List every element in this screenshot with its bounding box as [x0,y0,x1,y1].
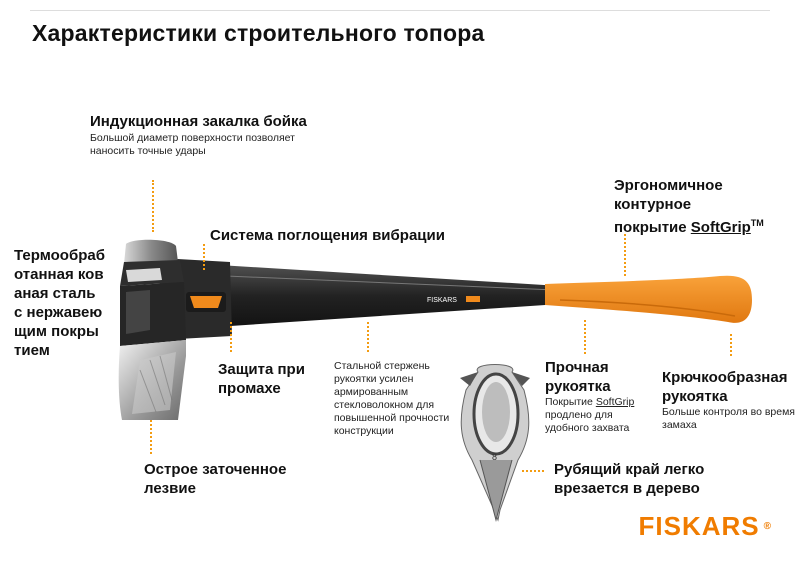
hook-label: Крючкообразная рукоятка Больше контроля … [662,368,798,432]
leader-steel-core [367,322,369,352]
hook-title: Крючкообразная рукоятка [662,369,788,405]
leader-hook [730,334,732,356]
leader-blade [150,420,152,454]
sharp-blade-label: Острое заточенное лезвие [144,461,287,497]
durable-desc-softgrip: SoftGrip [595,396,635,408]
durable-title: Прочная рукоятка [545,359,611,395]
leader-ergonomic [624,234,626,276]
durable-desc-1: Покрытие [545,396,596,408]
page-title: Характеристики строительного топора [32,20,485,46]
fiskars-logo: FISKARS ® [639,511,773,542]
ergonomic-line-2: контурное [614,196,692,213]
logo-text: FISKARS [638,511,760,541]
overstrike-label: Защита при промахе [218,361,305,397]
leader-induction [152,180,154,232]
overstrike-guard [190,296,222,308]
hammer-poll [124,239,178,264]
steel-core-label: Стальной стержень рукоятки усилен армиро… [334,360,450,437]
induction-title: Индукционная закалка бойка [90,113,307,130]
ergonomic-softgrip: SoftGrip [690,219,751,236]
hook-desc: Больше контроля во время замаха [662,406,795,431]
logo-registered: ® [763,521,772,532]
leader-durable [584,320,586,354]
induction-label: Индукционная закалка бойка Большой диаме… [90,112,320,158]
handle-grip [545,275,752,323]
heat-treated-label: Термообработанная кованая сталь с нержав… [14,247,105,359]
head-number: 8 [492,452,497,462]
leader-overstrike [230,322,232,352]
cutting-edge-label: Рубящий край легко врезается в дерево [554,461,705,497]
induction-desc: Большой диаметр поверхности позволяет на… [90,132,295,157]
vibration-label: Система поглощения вибрации [210,227,445,244]
ergonomic-line-1: Эргономичное [614,177,723,194]
leader-vibration [203,244,205,270]
ergonomic-tm: TM [750,218,764,228]
durable-label: Прочная рукоятка Покрытие SoftGrip продл… [545,358,655,435]
durable-desc-2: продлено для удобного захвата [545,409,630,434]
top-rule [30,10,770,11]
ergonomic-line-3: покрытие [614,219,691,236]
handle-brand-text: FISKARS [427,297,457,304]
leader-cutting-edge [522,470,544,472]
handle-shaft [170,262,560,330]
ergonomic-label: Эргономичное контурное покрытие SoftGrip… [614,176,784,237]
